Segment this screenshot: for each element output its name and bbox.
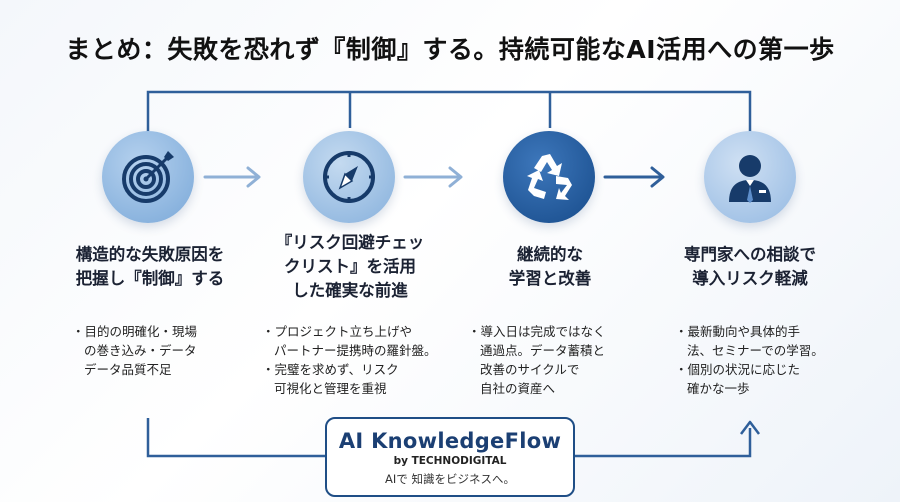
step-2-icon-circle bbox=[303, 131, 395, 223]
step-2-bullets: ・プロジェクト立ち上げや パートナー提携時の羅針盤。 ・完璧を求めず、リスク 可… bbox=[262, 322, 462, 398]
bottom-connector-left bbox=[146, 418, 325, 458]
brand-logo-box: AI KnowledgeFlow by TECHNODIGITAL AIで 知識… bbox=[325, 417, 575, 497]
target-icon bbox=[122, 151, 174, 203]
step-3-bullets: ・導入日は完成ではなく 通過点。データ蓄積と 改善のサイクルで 自社の資産へ bbox=[468, 322, 648, 398]
recycle-icon bbox=[527, 154, 572, 200]
arrow-1-2 bbox=[203, 166, 261, 188]
compass-icon bbox=[323, 151, 375, 203]
step-1-bullet: ・目的の明確化・現場 の巻き込み・データ データ品質不足 bbox=[72, 324, 198, 377]
step-4-bullet-2: ・個別の状況に応じた 確かな一歩 bbox=[675, 362, 801, 396]
step-1-heading: 構造的な失敗原因を 把握し『制御』する bbox=[75, 245, 225, 288]
step-1-icon-circle bbox=[102, 131, 194, 223]
step-2-heading: 『リスク回避チェッ クリスト』を活用 した確実な前進 bbox=[275, 233, 425, 300]
bottom-connector-right bbox=[575, 428, 752, 458]
brand-name: AI KnowledgeFlow bbox=[338, 429, 562, 453]
arrow-3-4 bbox=[603, 166, 665, 188]
step-2-bullet-1: ・プロジェクト立ち上げや パートナー提携時の羅針盤。 bbox=[262, 324, 437, 358]
step-4-heading: 専門家への相談で 導入リスク軽減 bbox=[684, 245, 816, 288]
top-connector-line bbox=[146, 90, 752, 150]
step-3-heading: 継続的な 学習と改善 bbox=[508, 245, 592, 288]
step-4-bullet-1: ・最新動向や具体的手 法、セミナーでの学習。 bbox=[675, 324, 824, 358]
step-2-bullet-2: ・完璧を求めず、リスク 可視化と管理を重視 bbox=[262, 362, 399, 396]
step-4-icon-circle bbox=[704, 131, 796, 223]
step-1-bullets: ・目的の明確化・現場 の巻き込み・データ データ品質不足 bbox=[72, 322, 242, 379]
expert-person-icon bbox=[729, 155, 771, 203]
step-3-bullet: ・導入日は完成ではなく 通過点。データ蓄積と 改善のサイクルで 自社の資産へ bbox=[468, 324, 606, 396]
brand-by-line: by TECHNODIGITAL bbox=[393, 455, 507, 467]
bottom-connector-arrowhead bbox=[740, 420, 760, 435]
step-3-icon-circle bbox=[503, 131, 595, 223]
page-title: まとめ：失敗を恐れず『制御』する。持続可能なAI活用への第一歩 bbox=[65, 35, 835, 64]
brand-tagline: AIで 知識をビジネスへ。 bbox=[385, 472, 515, 486]
arrow-2-3 bbox=[403, 166, 463, 188]
step-4-bullets: ・最新動向や具体的手 法、セミナーでの学習。 ・個別の状況に応じた 確かな一歩 bbox=[675, 322, 850, 398]
